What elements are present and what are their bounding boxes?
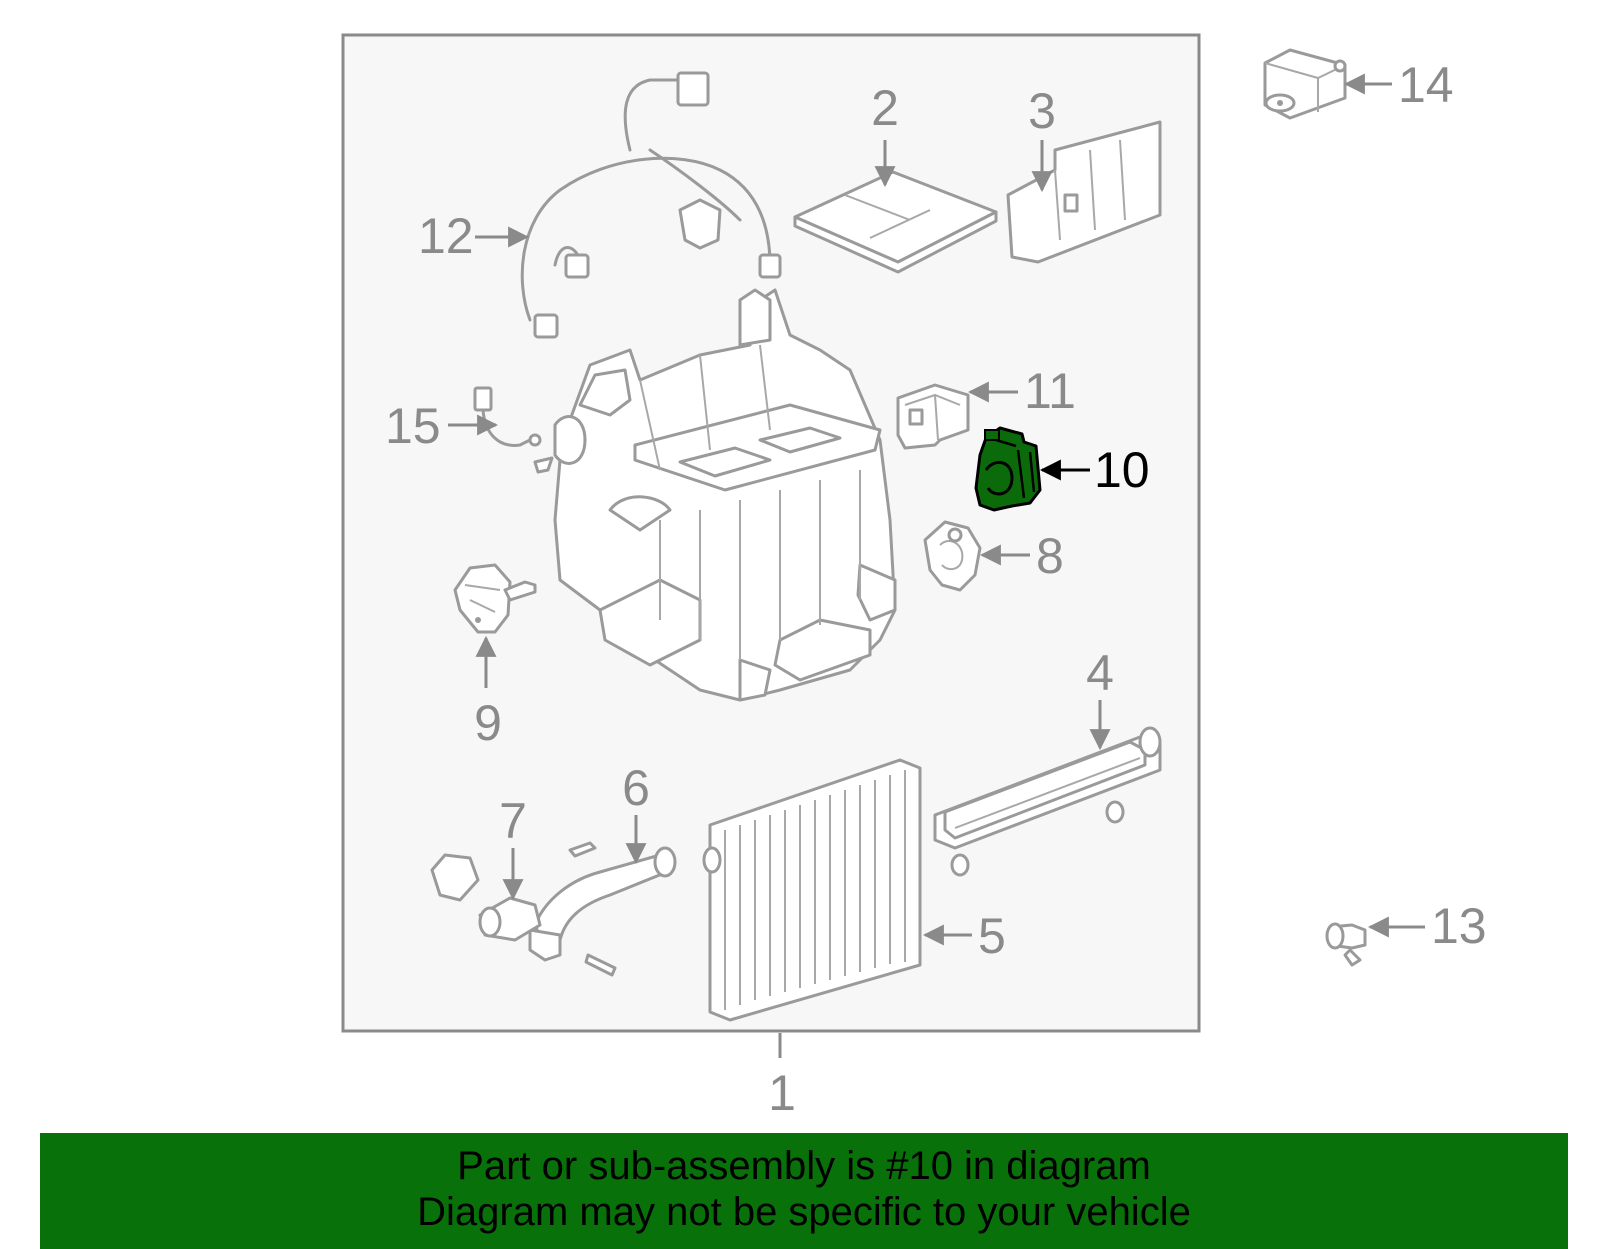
banner-line-part: Part or sub-assembly is #10 in diagram — [457, 1144, 1151, 1188]
heater-case — [553, 288, 897, 702]
callout-7: 7 — [499, 793, 527, 849]
part-3-filter-cover[interactable] — [1006, 120, 1162, 264]
callout-11: 11 — [1024, 363, 1076, 419]
part-12-wire-harness[interactable] — [520, 71, 782, 339]
callout-5: 5 — [978, 908, 1006, 964]
callout-1: 1 — [768, 1065, 796, 1121]
info-banner: Part or sub-assembly is #10 in diagram D… — [40, 1133, 1568, 1249]
part-11-actuator[interactable] — [896, 383, 970, 450]
callout-3: 3 — [1028, 83, 1056, 139]
part-8-actuator[interactable] — [923, 520, 982, 592]
callout-15: 15 — [385, 398, 441, 454]
callout-6: 6 — [622, 760, 650, 816]
part-14-module[interactable] — [1263, 48, 1347, 120]
part-7-valve[interactable] — [430, 853, 542, 942]
part-13-clip[interactable] — [1325, 922, 1367, 967]
part-4-heater-core[interactable] — [933, 726, 1162, 877]
callout-8: 8 — [1036, 528, 1064, 584]
parts-diagram: 1 2 3 4 5 6 7 8 9 10 11 12 13 14 15 — [341, 33, 1487, 1121]
part-9-actuator[interactable] — [453, 563, 537, 634]
part-6-pipe[interactable] — [528, 841, 677, 977]
part-10-actuator-highlighted[interactable] — [974, 426, 1042, 512]
callout-2: 2 — [871, 80, 899, 136]
callout-4: 4 — [1086, 645, 1114, 701]
callout-13: 13 — [1431, 898, 1487, 954]
callout-14: 14 — [1398, 57, 1454, 113]
part-2-filter[interactable] — [793, 170, 998, 274]
callout-9: 9 — [474, 695, 502, 751]
callout-12: 12 — [418, 208, 474, 264]
banner-line-disclaimer: Diagram may not be specific to your vehi… — [417, 1190, 1191, 1234]
callout-10: 10 — [1094, 442, 1150, 498]
part-5-evaporator[interactable] — [702, 758, 922, 1022]
